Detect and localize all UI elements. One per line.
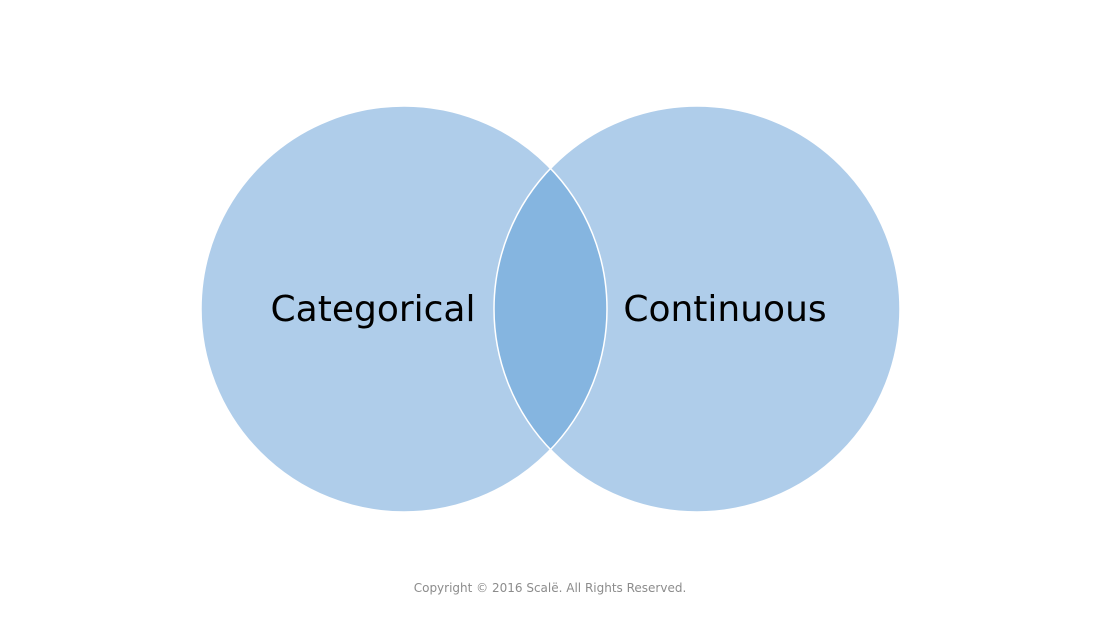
venn-circle-categorical (201, 106, 607, 512)
venn-circle-continuous (494, 106, 900, 512)
copyright-notice: Copyright © 2016 Scalë. All Rights Reser… (413, 581, 687, 595)
venn-outline-categorical (200, 105, 608, 513)
venn-label-continuous: Continuous (623, 289, 826, 330)
venn-label-categorical: Categorical (271, 289, 476, 330)
venn-outline-continuous (493, 105, 901, 513)
